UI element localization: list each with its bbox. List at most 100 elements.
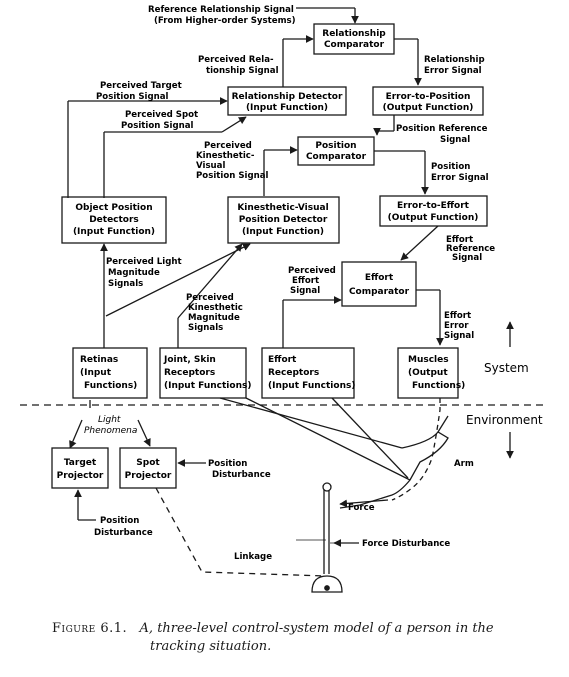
reference-signal-label: Reference Relationship Signal [148,5,294,15]
position-reference-label-2: Signal [440,135,470,145]
svg-text:Error-to-Position(Output Funct: Error-to-Position(Output Function) [383,92,474,113]
relationship-comparator-title: Relationship [322,29,386,39]
svg-text:Relationship Detector(Input Fu: Relationship Detector(Input Function) [232,92,343,113]
perceived-light-label-2: Magnitude [108,268,160,278]
error-to-position-box [372,86,484,116]
perceived-km-label-3: Magnitude [188,313,240,323]
joint-skin-receptors-box [159,347,247,399]
relationship-detector-title: Relationship Detector [232,92,343,102]
light-phenomena-label-2: Phenomena [84,426,137,436]
effort-receptors-box [261,347,355,399]
error-to-effort-title: Error-to-Effort [397,201,470,211]
object-detectors-title: Object Position [75,203,152,213]
svg-text:Reference Relationship Signal(: Reference Relationship Signal(From Highe… [148,5,296,26]
perceived-kv-label-3: Visual [196,161,225,171]
muscles-sub-2: Functions) [412,381,465,391]
caption-text-line1: A, three-level control-system model of a… [139,621,494,636]
perceived-kv-label-2: Kinesthetic- [196,151,255,161]
effort-reference-label: Effort [446,235,473,245]
target-position-disturbance-label: Position [100,516,139,526]
caption-label: Figure 6.1. [52,621,128,636]
kv-detector-title: Kinesthetic-Visual [237,203,328,213]
effort-receptors-title: Effort [268,355,297,365]
position-comparator-title: Position [315,141,356,151]
perceived-kv-label: Perceived [204,141,252,151]
svg-text:Error-to-Effort(Output Functio: Error-to-Effort(Output Function) [388,201,479,223]
perceived-relationship-label-2: tionship Signal [206,66,279,76]
force-label: Force [348,503,375,513]
perceived-target-label-2: Position Signal [96,92,169,102]
relationship-comparator-subtitle: Comparator [324,40,385,50]
spot-position-disturbance-label: Position [208,459,247,469]
spot-projector-title: Spot [136,458,160,468]
spot-projector-title-2: Projector [125,471,172,481]
perceived-target-label: Perceived Target [100,81,182,91]
object-detectors-title-2: Detectors [89,215,139,225]
effort-receptors-title-2: Receptors [268,368,319,378]
perceived-km-label-2: Kinesthetic [188,303,243,313]
spot-projector-box [119,447,177,489]
linkage-label: Linkage [234,552,272,562]
environment-label: Environment [466,413,543,427]
effort-reference-label-2: Reference [446,244,495,254]
effort-error-label-3: Signal [444,331,474,341]
figure-caption: Figure 6.1. A, three-level control-syste… [52,620,552,656]
retinas-sub-2: Functions) [84,381,137,391]
light-phenomena-label: Light [98,415,121,425]
effort-comparator-title: Effort [365,273,394,283]
kinesthetic-visual-detector-box [227,196,340,244]
perceived-km-label: Perceived [186,293,234,303]
joint-skin-title-2: Receptors [164,368,215,378]
object-position-detectors-box [61,196,167,244]
perceived-light-label: Perceived Light [106,257,182,267]
retinas-title: Retinas [80,355,118,365]
error-to-effort-box [379,195,488,227]
muscles-title: Muscles [408,355,449,365]
retinas-box [72,347,148,399]
perceived-spot-label-2: Position Signal [121,121,194,131]
joint-skin-subtitle: (Input Functions) [164,381,251,391]
relationship-error-label: Relationship [424,55,485,65]
error-to-position-title: Error-to-Position [386,92,471,102]
position-reference-label: Position Reference [396,124,488,134]
system-label: System [484,361,529,375]
target-projector-title-2: Projector [57,471,104,481]
force-disturbance-label: Force Disturbance [362,539,450,549]
object-detectors-subtitle: (Input Function) [73,227,155,237]
perceived-relationship-label: Perceived Rela- [198,55,274,65]
target-projector-box [51,447,109,489]
target-projector-title: Target [64,458,97,468]
error-to-position-subtitle: (Output Function) [383,103,474,113]
perceived-light-label-3: Signals [108,279,143,289]
position-error-label-2: Error Signal [431,173,489,183]
effort-comparator-subtitle: Comparator [349,287,410,297]
relationship-detector-subtitle: (Input Function) [246,103,328,113]
retinas-sub: (Input [80,368,112,378]
joint-skin-title: Joint, Skin [163,355,216,365]
target-position-disturbance-label-2: Disturbance [94,528,153,538]
muscles-box [397,347,459,399]
effort-error-label: Effort [444,311,471,321]
arm-label: Arm [454,459,474,469]
spot-position-disturbance-label-2: Disturbance [212,470,271,480]
reference-source-label: (From Higher-order Systems) [154,16,296,26]
kv-detector-subtitle: (Input Function) [242,227,324,237]
